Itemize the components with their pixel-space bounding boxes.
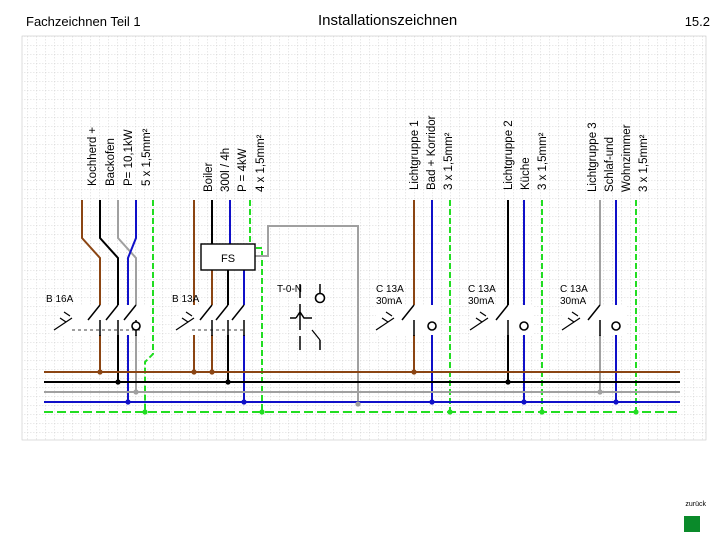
rcd-test-symbol [561,311,581,331]
consumer-label-line: Lichtgruppe 3 [587,122,599,192]
label-c3-rating: C 13A [560,284,588,295]
consumer-label-cooker: Kochherd + Backofen P= 10,1kW 5 x 1,5mm² [87,127,153,186]
rcd-c1 [375,304,440,336]
next-page-button[interactable] [684,516,700,532]
switch-symbol [87,304,137,336]
consumer-label-line: P= 10,1kW [123,129,135,186]
consumer-label-line: 3 x 1,5mm² [537,132,549,190]
switch-symbol [199,304,245,336]
consumer-label-light-group-1: Lichtgruppe 1 Bad + Korridor 3 x 1,5mm² [409,115,455,190]
consumer-label-boiler: Boiler 300l / 4h P = 4kW 4 x 1,5mm² [203,134,267,192]
rcd-test-symbol [375,311,395,331]
switch-symbol [495,304,509,336]
switch-symbol [401,304,415,336]
label-c1-trip: 30mA [376,296,402,307]
consumer-label-line: 3 x 1,5mm² [638,134,650,192]
breaker-b13a [175,304,250,336]
consumer-label-line: 5 x 1,5mm² [141,128,153,186]
consumer-label-line: Wohnzimmer [621,124,633,192]
fs-box: FS [200,243,256,271]
switch-symbol [587,304,601,336]
consumer-label-light-group-3: Lichtgruppe 3 Schlaf-und Wohnzimmer 3 x … [587,122,650,192]
consumer-label-line: Kochherd + [87,127,99,186]
page-number: 15.2 [684,14,710,29]
grid-background [21,35,707,441]
rcd-test-symbol [469,311,489,331]
label-b13a: B 13A [172,294,200,305]
label-c1-rating: C 13A [376,284,404,295]
label-c3-trip: 30mA [560,296,586,307]
header-left-title: Fachzeichnen Teil 1 [26,14,141,29]
consumer-label-line: 3 x 1,5mm² [443,132,455,190]
label-t0n: T-0-N [277,284,302,295]
label-c2-rating: C 13A [468,284,496,295]
wire-fs-control [255,225,359,404]
wire-cooker-pe [144,200,154,412]
rcd-c3 [561,304,626,336]
switch-t0n [290,284,326,350]
consumer-label-line: P = 4kW [237,148,249,192]
fuse-symbol [175,311,195,331]
consumer-label-line: Lichtgruppe 1 [409,120,421,190]
consumer-label-line: Backofen [105,138,117,186]
svg-text:FS: FS [221,253,235,265]
page-title: Installationszeichnen [318,12,458,29]
label-c2-trip: 30mA [468,296,494,307]
fuse-symbol [53,311,73,331]
junction-dots [97,369,639,415]
label-b16a: B 16A [46,294,74,305]
breaker-b16a [53,304,150,336]
consumer-label-line: 300l / 4h [220,148,232,192]
consumer-label-light-group-2: Lichtgruppe 2 Küche 3 x 1,5mm² [503,120,549,190]
busbars [44,371,680,413]
consumer-label-line: Küche [520,157,532,190]
back-link[interactable]: zurück [685,501,706,508]
consumer-label-line: Boiler [203,162,215,192]
consumer-label-line: Bad + Korridor [426,115,438,190]
consumer-label-line: 4 x 1,5mm² [255,134,267,192]
consumer-label-line: Lichtgruppe 2 [503,120,515,190]
rcd-c2 [469,304,534,336]
consumer-label-line: Schlaf-und [604,137,616,192]
wire-boiler-pe [249,200,263,412]
